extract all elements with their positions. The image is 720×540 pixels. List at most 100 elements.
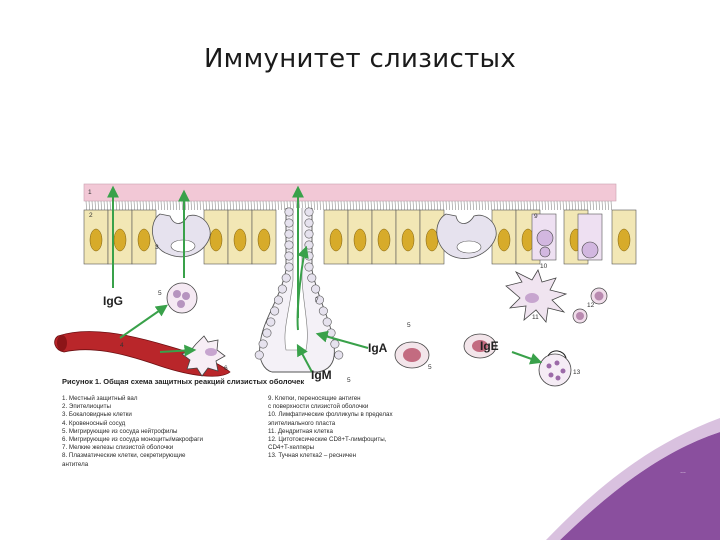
legend-item: антитела	[62, 460, 89, 468]
gland-cell	[273, 295, 283, 305]
epithelial-cell	[227, 209, 253, 265]
neutrophil	[166, 282, 198, 314]
epithelial-cell	[83, 209, 109, 265]
label-11: 11	[532, 314, 539, 321]
legend-item: 2. Эпителиоциты	[62, 403, 111, 411]
epithelial-cell	[347, 209, 373, 265]
gland-cell	[314, 295, 324, 305]
legend-item: 4. Кровеносный сосуд	[62, 419, 126, 427]
arrow-vessel-neutrophil	[119, 304, 168, 339]
gland-cell	[284, 251, 294, 261]
legend-right: 9. Клетки, переносящие антиген с поверхн…	[268, 395, 448, 461]
mucus-layer	[83, 183, 617, 202]
t-lymphocyte	[572, 308, 588, 324]
cilia-fringe	[85, 200, 612, 211]
label-9: 9	[534, 213, 538, 220]
gland-cell	[262, 328, 272, 338]
igm-label: IgM	[311, 368, 332, 382]
epithelial-cell	[611, 209, 637, 265]
gland-cell	[270, 306, 280, 316]
epithelial-cell	[107, 209, 133, 265]
legend-item: 6. Мигрирующие из сосуда моноциты/макроф…	[62, 436, 203, 444]
figure-caption: Рисунок 1. Общая схема защитных реакций …	[62, 377, 305, 386]
arrow-vessel-macrophage	[159, 344, 197, 357]
gland-cell	[307, 273, 317, 283]
slide-title: Иммунитет слизистых	[203, 44, 517, 74]
gland-cell	[304, 229, 314, 239]
goblet-cell	[436, 213, 497, 259]
gland-cell	[266, 317, 276, 327]
label-5b: 5	[407, 322, 411, 329]
gland-cell	[330, 339, 340, 349]
label-1: 1	[88, 189, 92, 196]
label-5a: 5	[158, 290, 162, 297]
plasma-cell	[463, 333, 497, 359]
label-3: 3	[155, 244, 159, 251]
ige-label: IgE	[480, 339, 499, 353]
epithelial-cell	[131, 209, 157, 265]
igg-label: IgG	[103, 294, 123, 308]
epithelial-cell	[491, 209, 517, 265]
gland-cell	[284, 207, 294, 217]
legend-item: 13. Тучная клетка2 – ресничен	[268, 452, 356, 460]
gland-cell	[304, 251, 314, 261]
lymphoid-follicle	[531, 213, 557, 261]
migration-arrows	[107, 185, 543, 373]
legend-item: 1. Местный защитный вал	[62, 395, 138, 402]
gland-cell	[281, 273, 291, 283]
plasma-cell	[394, 341, 430, 369]
label-4: 4	[120, 342, 124, 349]
gland-cell	[277, 284, 287, 294]
legend-item: 8. Плазматические клетки, секретирующие	[62, 452, 186, 460]
gland-cell	[304, 218, 314, 228]
gland-cell	[284, 262, 294, 272]
gland-cell	[284, 218, 294, 228]
goblet-cell	[152, 213, 211, 258]
gland-cell	[318, 306, 328, 316]
label-2: 2	[89, 212, 93, 219]
gland-cell	[304, 262, 314, 272]
mast-cell	[538, 350, 572, 387]
gland-cell	[334, 350, 344, 360]
t-lymphocyte	[590, 287, 608, 305]
gland-cell	[284, 229, 294, 239]
legend-item: 11. Дендритная клетка	[268, 427, 333, 435]
label-10: 10	[540, 263, 548, 270]
gland-cell	[304, 240, 314, 250]
arrow-gland-2	[296, 245, 309, 331]
epithelial-cell	[395, 209, 421, 265]
legend-item: 10. Лимфатические фолликулы в пределах	[268, 411, 393, 419]
label-13: 13	[573, 369, 581, 376]
legend-item: 3. Бокаловидные клетки	[62, 411, 132, 419]
legend-item: CD4+T-хелперы	[268, 444, 315, 452]
label-6: 6	[224, 365, 228, 372]
label-5d: 5	[428, 364, 432, 371]
gland-cell	[258, 339, 268, 349]
label-7: 7	[315, 297, 319, 304]
arrow-iga	[315, 330, 369, 349]
gland-cell	[304, 207, 314, 217]
arrow-igm	[296, 343, 313, 373]
label-5c: 5	[347, 377, 351, 384]
legend-item: 5. Мигрирующие из сосуда нейтрофилы	[62, 427, 178, 435]
gland-cell	[311, 284, 321, 294]
lymphoid-follicle	[577, 213, 603, 261]
dendritic-cell	[505, 269, 568, 323]
gland-cell	[254, 350, 264, 360]
legend-item: 12. Цитотоксические CD8+T-лимфоциты,	[268, 436, 387, 444]
legend-item: 9. Клетки, переносящие антиген	[268, 395, 361, 402]
gland-cell	[284, 240, 294, 250]
iga-label: IgA	[368, 341, 388, 355]
epithelial-cell	[251, 209, 277, 265]
blood-vessel	[54, 331, 231, 377]
epithelial-cell	[371, 209, 397, 265]
arrow-ige	[511, 351, 543, 365]
legend-item: 7. Мелкие железы слизистой оболочки	[62, 444, 174, 452]
legend-item: эпителиального пласта	[268, 419, 336, 427]
label-12: 12	[587, 302, 595, 309]
epithelial-cell	[323, 209, 349, 265]
legend-item: с поверхности слизистой оболочки	[268, 403, 369, 411]
macrophage	[181, 335, 226, 377]
